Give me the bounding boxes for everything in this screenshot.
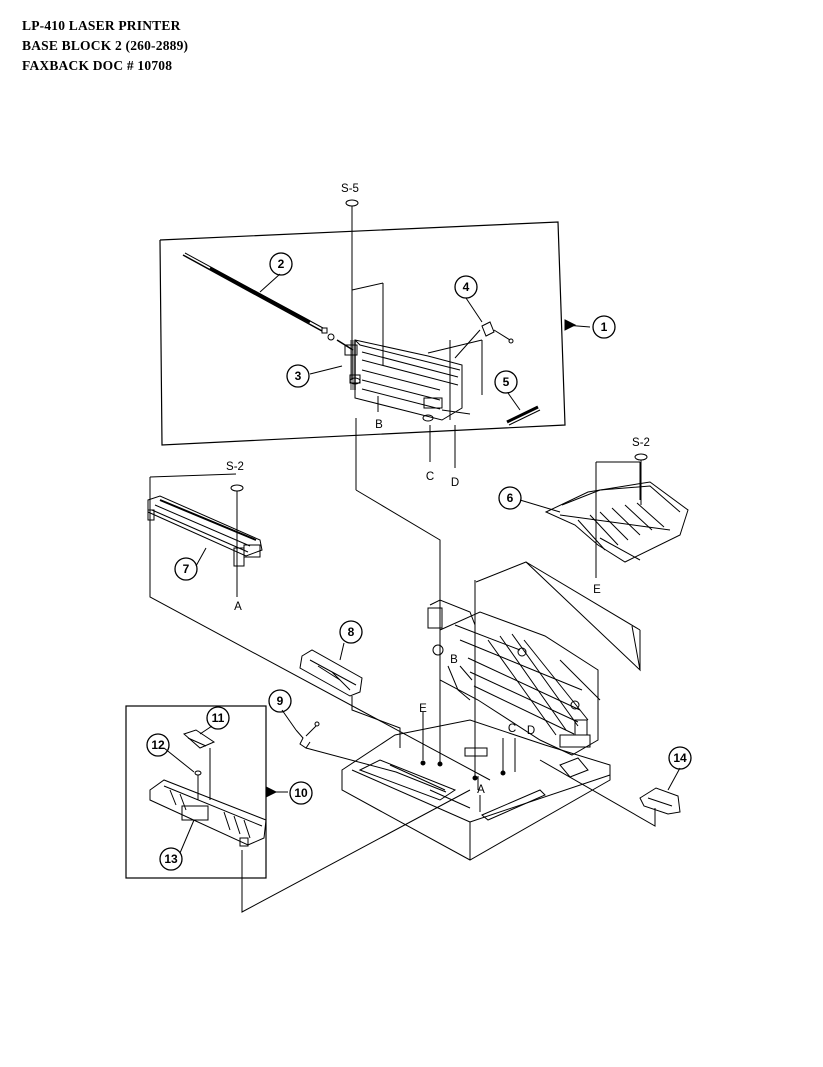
callout-10-text: 10 [294, 786, 308, 800]
callout-6: 6 [498, 486, 522, 510]
label-a-base: A [477, 784, 485, 796]
label-e-right: E [593, 584, 601, 596]
callout-9-text: 9 [277, 694, 284, 708]
part-7-rail [147, 495, 263, 567]
part-4-clip [454, 321, 514, 359]
callout-14: 14 [668, 746, 692, 770]
callout-13-text: 13 [164, 852, 178, 866]
label-b-top: B [375, 419, 383, 431]
callout-13: 13 [159, 847, 183, 871]
label-d-base: D [527, 725, 535, 737]
label-s5: S-5 [341, 183, 359, 195]
document-header: LP-410 LASER PRINTER BASE BLOCK 2 (260-2… [22, 16, 188, 76]
callout-11: 11 [206, 706, 230, 730]
callout-3-text: 3 [295, 369, 302, 383]
assembly-10-box [125, 705, 267, 879]
callout-7: 7 [174, 557, 198, 581]
label-b-base: B [450, 654, 458, 666]
part-12-pin [194, 748, 211, 800]
label-d-top: D [451, 477, 459, 489]
callout-12-text: 12 [151, 738, 165, 752]
callout-2: 2 [269, 252, 293, 276]
assembly-10-projection [241, 789, 471, 913]
callout-5-text: 5 [503, 375, 510, 389]
label-c-base: C [508, 723, 516, 735]
label-e-base: E [419, 703, 427, 715]
part-8-guide [299, 649, 401, 748]
part-14-bracket [539, 759, 681, 827]
screw-s2-left [230, 484, 244, 597]
feeder-assembly [427, 599, 601, 756]
callout-3: 3 [286, 364, 310, 388]
screw-s2-right [634, 453, 648, 505]
callout-8: 8 [339, 620, 363, 644]
part-7-box [149, 473, 491, 781]
ref-lines-base [420, 580, 516, 812]
part-11-block [183, 729, 216, 749]
part-6-projection [475, 561, 641, 672]
callout-12: 12 [146, 733, 170, 757]
bracket-screws [349, 377, 456, 468]
chassis-base [341, 719, 611, 861]
callout-leaders [163, 273, 681, 854]
header-doc-number: FAXBACK DOC # 10708 [22, 58, 173, 73]
callout-4: 4 [454, 275, 478, 299]
label-s2-right: S-2 [632, 437, 650, 449]
header-subtitle: BASE BLOCK 2 (260-2889) [22, 38, 189, 53]
part-2-rod [182, 252, 354, 351]
callout-4-text: 4 [463, 280, 470, 294]
callout-14-text: 14 [673, 751, 687, 765]
callout-10: 10 [289, 781, 313, 805]
callout-1: 1 [592, 315, 616, 339]
label-c-top: C [426, 471, 434, 483]
label-a-left: A [234, 601, 242, 613]
part-9-spring [295, 721, 447, 793]
part-6-guide [544, 461, 689, 578]
callout-arrows [265, 319, 591, 798]
screw-s5 [345, 199, 441, 765]
header-title: LP-410 LASER PRINTER [22, 18, 181, 33]
callout-7-text: 7 [183, 562, 190, 576]
assembly-1-box [159, 221, 566, 446]
callout-8-text: 8 [348, 625, 355, 639]
label-s2-left: S-2 [226, 461, 244, 473]
callout-2-text: 2 [278, 257, 285, 271]
reference-labels: S-5 S-2 S-2 B C D E A B E C D A [226, 183, 650, 796]
callout-9: 9 [268, 689, 292, 713]
part-5-bar [506, 405, 541, 426]
part-3-bracket [344, 282, 483, 421]
callout-1-text: 1 [601, 320, 608, 334]
callout-5: 5 [494, 370, 518, 394]
callout-11-text: 11 [212, 711, 225, 725]
part-13-tray [149, 779, 267, 847]
callout-6-text: 6 [507, 491, 514, 505]
